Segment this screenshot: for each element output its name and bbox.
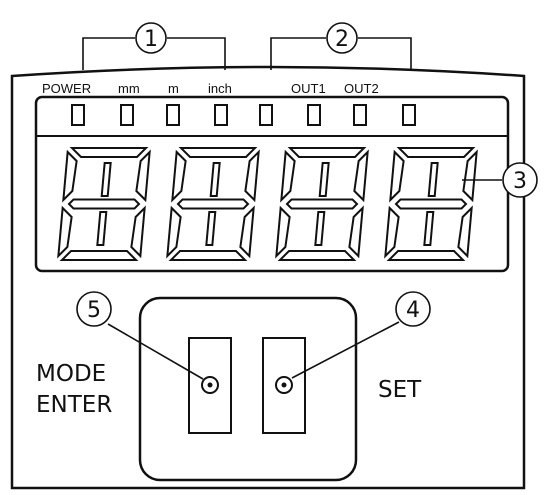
segment-lower-left bbox=[275, 205, 291, 259]
indicator-label-power: POWER bbox=[42, 81, 91, 96]
segment-upper-right bbox=[244, 149, 260, 203]
callout-4-circle bbox=[395, 291, 431, 327]
segment-lower-right bbox=[457, 205, 473, 259]
segment-middle bbox=[67, 198, 141, 210]
set-label: SET bbox=[378, 377, 422, 403]
callout-5-leader bbox=[107, 323, 204, 380]
callout-5-circle bbox=[76, 291, 112, 327]
segment-center-lower bbox=[96, 211, 108, 246]
segment-upper-right bbox=[135, 149, 151, 203]
led-indicator bbox=[259, 104, 273, 126]
led-indicator bbox=[166, 104, 180, 126]
segment-upper-right bbox=[353, 149, 369, 203]
segment-lower-right bbox=[130, 205, 146, 259]
segment-lower-left bbox=[384, 205, 400, 259]
segment-top bbox=[396, 147, 476, 158]
segment-upper-left bbox=[280, 149, 296, 203]
segment-center-upper bbox=[318, 162, 330, 197]
digit-4 bbox=[384, 147, 478, 261]
segment-upper-right bbox=[462, 149, 478, 203]
button-panel bbox=[138, 296, 358, 482]
bracket-callout-1 bbox=[82, 22, 226, 70]
bracket-callout-2 bbox=[270, 22, 412, 70]
digit-1 bbox=[57, 147, 151, 261]
segment-lower-left bbox=[166, 205, 182, 259]
callout-4-leader bbox=[291, 321, 400, 379]
led-indicator bbox=[120, 104, 134, 126]
segment-bottom bbox=[277, 250, 357, 261]
segment-top bbox=[287, 147, 367, 158]
segment-lower-right bbox=[239, 205, 255, 259]
segment-center-lower bbox=[205, 211, 217, 246]
indicator-label-out1: OUT1 bbox=[291, 81, 326, 96]
segment-bottom bbox=[59, 250, 139, 261]
led-indicator bbox=[353, 104, 367, 126]
callout-5-number: 5 bbox=[87, 298, 101, 323]
callout-3-number: 3 bbox=[513, 169, 527, 194]
segment-bottom bbox=[386, 250, 466, 261]
led-indicator bbox=[214, 104, 228, 126]
segment-middle bbox=[394, 198, 468, 210]
mode-enter-button[interactable] bbox=[188, 337, 232, 434]
segment-middle bbox=[285, 198, 359, 210]
led-indicator bbox=[71, 104, 85, 126]
enter-label: ENTER bbox=[36, 392, 112, 418]
indicator-label-mm: mm bbox=[118, 81, 140, 96]
segment-upper-left bbox=[171, 149, 187, 203]
segment-center-upper bbox=[209, 162, 221, 197]
segment-top bbox=[69, 147, 149, 158]
indicator-label-inch: inch bbox=[208, 81, 232, 96]
digit-3 bbox=[275, 147, 369, 261]
segment-upper-left bbox=[62, 149, 78, 203]
led-indicator bbox=[402, 104, 416, 126]
callout-2-number: 2 bbox=[335, 27, 349, 52]
mode-label: MODE bbox=[36, 361, 106, 387]
segment-center-lower bbox=[314, 211, 326, 246]
callout-4-number: 4 bbox=[406, 298, 420, 323]
callout-3-circle bbox=[502, 162, 538, 198]
led-indicator bbox=[307, 104, 321, 126]
segment-upper-left bbox=[389, 149, 405, 203]
callout-1-number: 1 bbox=[144, 27, 158, 52]
digit-2 bbox=[166, 147, 260, 261]
indicator-label-m: m bbox=[168, 81, 179, 96]
segment-lower-right bbox=[348, 205, 364, 259]
segment-center-lower bbox=[423, 211, 435, 246]
led-indicator-row bbox=[71, 104, 416, 126]
segment-center-upper bbox=[427, 162, 439, 197]
seven-segment-display bbox=[57, 147, 478, 261]
segment-bottom bbox=[168, 250, 248, 261]
segment-lower-left bbox=[57, 205, 73, 259]
set-button[interactable] bbox=[262, 337, 306, 434]
segment-middle bbox=[176, 198, 250, 210]
indicator-label-out2: OUT2 bbox=[344, 81, 379, 96]
segment-top bbox=[178, 147, 258, 158]
segment-center-upper bbox=[100, 162, 112, 197]
